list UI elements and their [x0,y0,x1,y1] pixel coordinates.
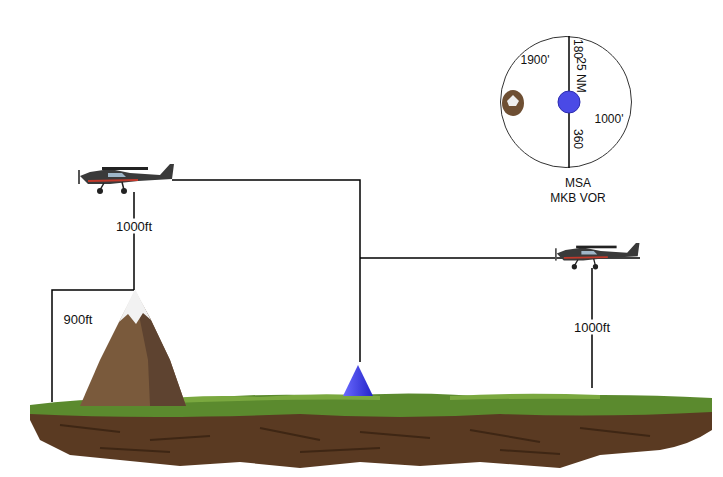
airplane [78,164,174,194]
leader-line [172,180,360,362]
radius-label: 25 NM [574,57,588,92]
circle-outline [501,37,632,168]
bearing-label: 360 [571,129,585,149]
sector-altitude: 1900' [521,53,550,67]
sector-altitude: 1000' [595,112,624,126]
bearing-label: 180 [571,39,585,59]
height-bracket [52,290,134,402]
msa-circle-outline [499,35,633,169]
msa-circle: 1900' 18025 NM 1000' 360MSAMKB VOR [499,35,633,207]
mountain-symbol [502,90,524,116]
height-line [133,192,135,290]
msa-caption: MSA [565,176,591,190]
ground-cracks [60,425,650,454]
altitude-label: 1000ft [114,219,154,234]
height-label: 900ft [62,312,95,327]
altitude-label: 1000ft [572,320,612,335]
airplane [555,243,639,269]
msa-caption: MKB VOR [550,191,605,205]
vor-cone [343,365,373,396]
vor-symbol [558,91,580,113]
mountain-snow [119,289,151,324]
